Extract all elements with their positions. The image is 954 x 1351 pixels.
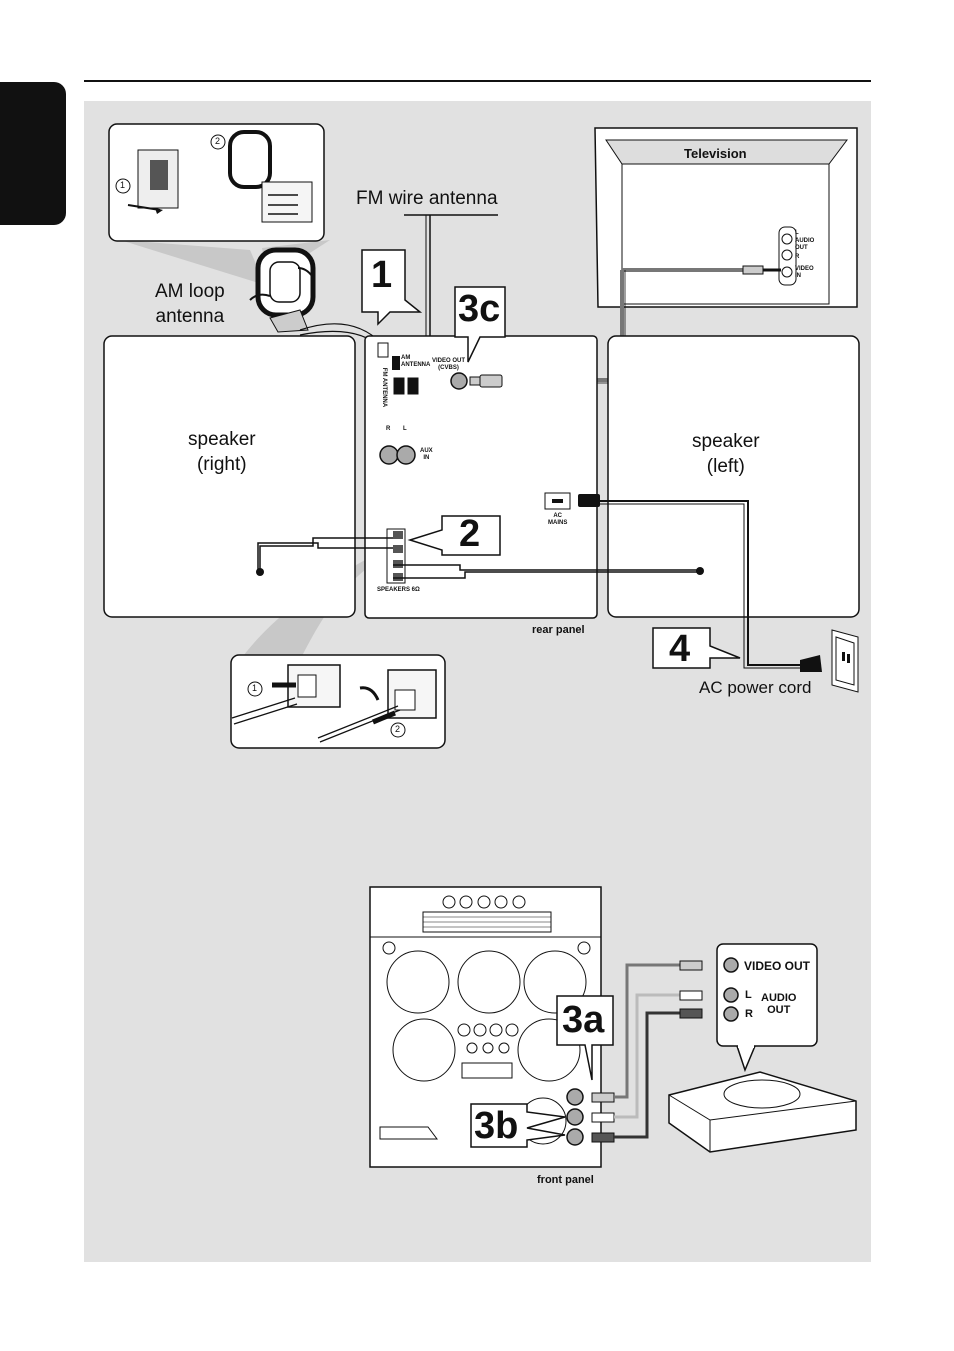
front-audio-r-jack xyxy=(567,1129,583,1145)
aux-in-l-jack xyxy=(397,446,415,464)
fm-antenna-jack-label: FM ANTENNA xyxy=(380,368,387,407)
tv-video-in-jack xyxy=(782,267,792,277)
step-4-number: 4 xyxy=(669,628,690,671)
fm-antenna-label: FM wire antenna xyxy=(356,186,498,211)
dvd-r-label: R xyxy=(745,1008,753,1020)
speakers-ohm-label: SPEAKERS 6Ω xyxy=(377,587,420,594)
rear-panel-label: rear panel xyxy=(532,624,585,636)
step-4-callout xyxy=(653,628,740,668)
aux-l-label: L xyxy=(403,426,407,433)
video-out-cvbs-label: VIDEO OUT (CVBS) xyxy=(432,358,465,372)
video-cable-plug xyxy=(480,375,502,387)
ac-mains-label: AC MAINS xyxy=(548,513,567,527)
tv-audio-r-jack xyxy=(782,250,792,260)
dvd-video-out-label: VIDEO OUT xyxy=(744,959,810,973)
am-antenna-label: AM loop antenna xyxy=(155,279,225,329)
front-panel-label: front panel xyxy=(537,1174,594,1186)
step-3c-number: 3c xyxy=(458,288,500,331)
step-3a-number: 3a xyxy=(562,999,604,1042)
am-antenna-jack xyxy=(392,356,400,370)
tv-audio-out-label: AUDIO OUT xyxy=(795,238,814,252)
step-2-number: 2 xyxy=(459,513,480,556)
aux-in-r-jack xyxy=(380,446,398,464)
tv-l-label: L xyxy=(795,230,799,237)
aux-r-label: R xyxy=(386,426,390,433)
tv-audio-l-jack xyxy=(782,234,792,244)
dvd-audio-out-label: AUDIO OUT xyxy=(761,992,796,1016)
tv-video-in-label: VIDEO IN xyxy=(795,266,814,280)
am-inset-step-2: 2 xyxy=(215,138,220,145)
ac-power-cord-label: AC power cord xyxy=(699,678,811,698)
am-inset-step-1: 1 xyxy=(120,182,125,189)
television-label: Television xyxy=(684,146,747,161)
step-1-number: 1 xyxy=(371,254,392,297)
am-antenna-jack-label: AM ANTENNA xyxy=(401,355,430,369)
video-out-cvbs-jack xyxy=(451,373,467,389)
front-video-jack xyxy=(567,1089,583,1105)
dvd-l-label: L xyxy=(745,989,752,1001)
aux-in-label: AUX IN xyxy=(420,448,433,462)
am-loop-antenna xyxy=(258,250,313,315)
wire-inset-step-1: 1 xyxy=(252,685,257,692)
front-audio-l-jack xyxy=(567,1109,583,1125)
step-3b-number: 3b xyxy=(474,1105,518,1148)
tv-r-label: R xyxy=(795,254,799,261)
speaker-left-label: speaker (left) xyxy=(692,429,760,479)
speaker-right-label: speaker (right) xyxy=(188,427,256,477)
wire-inset-step-2: 2 xyxy=(395,726,400,733)
ac-plug-device xyxy=(578,494,600,507)
